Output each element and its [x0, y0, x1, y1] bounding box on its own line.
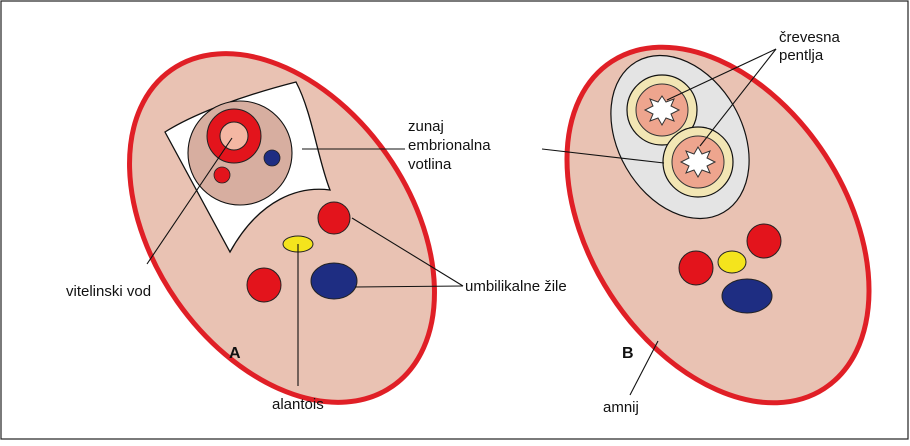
vitelline-artery	[214, 167, 230, 183]
panel-label-a: A	[229, 345, 241, 362]
label-vitelline-duct: vitelinski vod	[66, 283, 151, 300]
vitelline-vein	[264, 150, 280, 166]
umbilical-artery-a2	[247, 268, 281, 302]
label-amnion: amnij	[603, 399, 639, 416]
label-cavity-line-2: embrionalna	[408, 137, 491, 154]
label-cavity-line-3: votlina	[408, 156, 452, 173]
umbilical-vein-a	[311, 263, 357, 299]
panel-label-b: B	[622, 345, 634, 362]
allantois-b	[718, 251, 746, 273]
umbilical-artery-b2	[679, 251, 713, 285]
label-cavity-line-1: zunaj	[408, 118, 444, 135]
umbilical-artery-a1	[318, 202, 350, 234]
label-umbilical-vessels: umbilikalne žile	[465, 278, 567, 295]
label-allantois: alantois	[272, 396, 324, 413]
umbilical-vein-b	[722, 279, 772, 313]
umbilical-artery-b1	[747, 224, 781, 258]
intestinal-loop-2-lumen	[681, 147, 715, 177]
intestinal-loop-1-lumen	[645, 96, 679, 125]
label-gut-line-1: črevesna	[779, 29, 841, 46]
vitelline-duct-lumen	[220, 122, 248, 150]
label-gut-line-2: pentlja	[779, 47, 824, 64]
